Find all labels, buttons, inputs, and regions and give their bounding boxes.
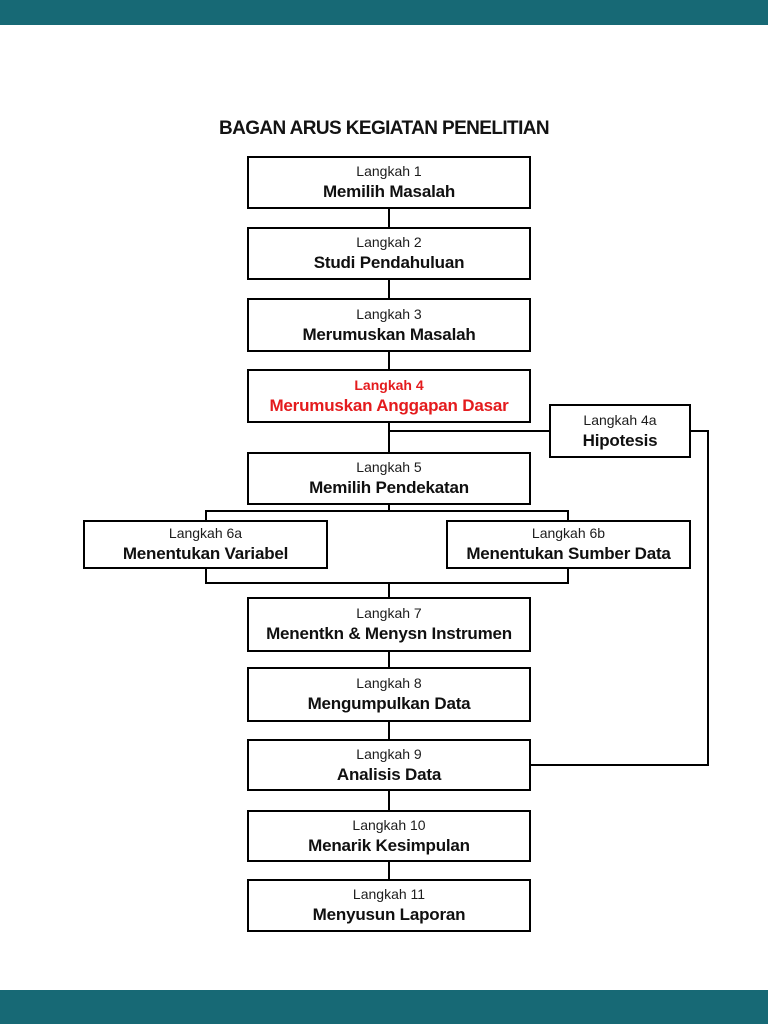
connector-1-2 [388, 209, 390, 227]
step-box-langkah-6b: Langkah 6b Menentukan Sumber Data [446, 520, 691, 569]
step-name: Memilih Masalah [322, 182, 456, 202]
step-name: Menentkn & Menysn Instrumen [266, 624, 512, 644]
step-label: Langkah 4 [354, 376, 424, 393]
step-box-langkah-11: Langkah 11 Menyusun Laporan [247, 879, 531, 932]
step-name: Merumuskan Anggapan Dasar [269, 395, 509, 415]
step-box-langkah-8: Langkah 8 Mengumpulkan Data [247, 667, 531, 722]
connector-10-11 [388, 862, 390, 879]
step-box-langkah-3: Langkah 3 Merumuskan Masalah [247, 298, 531, 352]
step-label: Langkah 6a [168, 525, 243, 542]
step-name: Merumuskan Masalah [302, 324, 476, 344]
step-box-langkah-7: Langkah 7 Menentkn & Menysn Instrumen [247, 597, 531, 652]
connector-8-9 [388, 722, 390, 739]
step-label: Langkah 1 [356, 163, 422, 180]
connector-merge-to-7 [388, 582, 390, 597]
step-box-langkah-10: Langkah 10 Menarik Kesimpulan [247, 810, 531, 862]
connector-6b-merge-stub [567, 568, 569, 584]
viewer-top-bar [0, 0, 768, 25]
step-box-langkah-1: Langkah 1 Memilih Masalah [247, 156, 531, 209]
step-label: Langkah 3 [356, 305, 422, 322]
connector-split-to-6a-stub [205, 510, 207, 520]
connector-7-8 [388, 652, 390, 667]
step-name: Menentukan Variabel [122, 544, 289, 564]
step-label: Langkah 11 [352, 886, 426, 903]
step-label: Langkah 9 [356, 745, 422, 762]
step-label: Langkah 10 [352, 816, 426, 833]
step-box-langkah-2: Langkah 2 Studi Pendahuluan [247, 227, 531, 280]
connector-5-split-stem [388, 505, 390, 512]
step-box-langkah-9: Langkah 9 Analisis Data [247, 739, 531, 791]
connector-split-to-6b-stub [567, 510, 569, 520]
step-name: Memilih Pendekatan [309, 478, 469, 498]
step-label: Langkah 2 [356, 234, 422, 251]
feedback-line-4a-9-vertical [707, 430, 709, 766]
step-name: Studi Pendahuluan [313, 253, 465, 273]
step-label: Langkah 4a [583, 411, 657, 428]
step-label: Langkah 8 [356, 675, 422, 692]
connector-merge-bar [205, 582, 569, 584]
step-box-langkah-4-highlighted: Langkah 4 Merumuskan Anggapan Dasar [247, 369, 531, 423]
connector-5-split-bar [205, 510, 569, 512]
step-box-langkah-4a: Langkah 4a Hipotesis [549, 404, 691, 458]
step-name: Menyusun Laporan [312, 905, 466, 925]
step-name: Menarik Kesimpulan [308, 835, 470, 855]
diagram-title: BAGAN ARUS KEGIATAN PENELITIAN [219, 118, 550, 139]
step-box-langkah-5: Langkah 5 Memilih Pendekatan [247, 452, 531, 505]
connector-4a-out-horizontal [690, 430, 709, 432]
connector-2-3 [388, 280, 390, 298]
step-label: Langkah 7 [356, 605, 422, 622]
step-label: Langkah 5 [356, 459, 422, 476]
feedback-line-4a-9-horizontal [529, 764, 709, 766]
connector-6a-merge-stub [205, 568, 207, 584]
step-label: Langkah 6b [531, 525, 606, 542]
step-box-langkah-6a: Langkah 6a Menentukan Variabel [83, 520, 328, 569]
step-name: Hipotesis [582, 430, 658, 450]
step-name: Analisis Data [336, 764, 442, 784]
connector-4-to-4a-horizontal [388, 430, 549, 432]
step-name: Mengumpulkan Data [307, 694, 471, 714]
step-name: Menentukan Sumber Data [466, 544, 671, 564]
connector-9-10 [388, 791, 390, 810]
viewer-bottom-bar [0, 990, 768, 1024]
connector-4-5 [388, 423, 390, 452]
connector-3-4 [388, 352, 390, 369]
